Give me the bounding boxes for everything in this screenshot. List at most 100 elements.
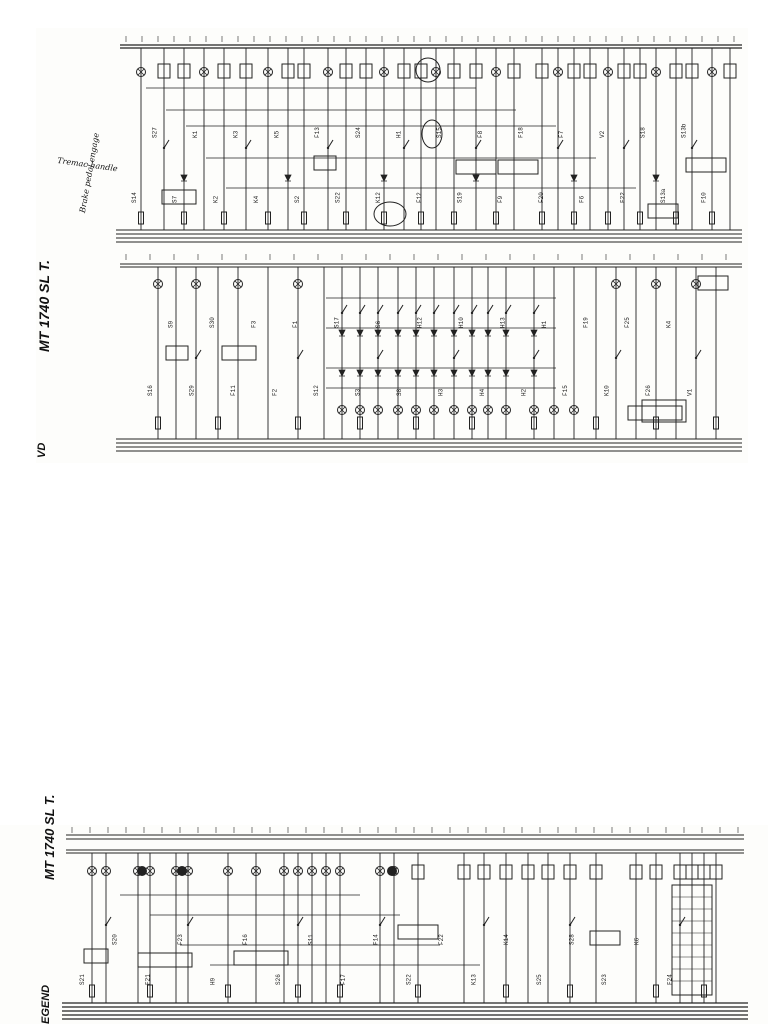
diode-symbol bbox=[484, 369, 492, 377]
relay-box bbox=[563, 864, 577, 880]
fuse-symbol bbox=[701, 984, 707, 998]
lamp-symbol bbox=[293, 866, 303, 876]
component-label: S12 bbox=[313, 385, 320, 396]
circled-relay bbox=[415, 57, 441, 83]
lamp-symbol bbox=[337, 405, 347, 415]
component-label: H2 bbox=[520, 388, 527, 396]
lamp-symbol bbox=[569, 405, 579, 415]
lamp-symbol bbox=[263, 67, 273, 77]
component-label: K4 bbox=[666, 320, 673, 328]
component-label: F15 bbox=[562, 385, 569, 396]
component-label: F26 bbox=[645, 385, 652, 396]
lamp-symbol bbox=[87, 866, 97, 876]
diode-symbol bbox=[570, 174, 578, 182]
edge-label-bottom: EGEND bbox=[40, 984, 52, 1024]
relay-box bbox=[397, 924, 439, 940]
fuse-symbol bbox=[181, 211, 187, 225]
model-label-bottom: MT 1740 SL T. bbox=[42, 794, 57, 881]
lamp-symbol bbox=[467, 405, 477, 415]
lamp-symbol bbox=[429, 405, 439, 415]
lamp-symbol bbox=[293, 279, 303, 289]
diode-symbol bbox=[472, 174, 480, 182]
component-label: F3 bbox=[251, 320, 258, 328]
diode-symbol bbox=[394, 369, 402, 377]
circled-switch bbox=[421, 119, 443, 149]
lamp-symbol bbox=[411, 405, 421, 415]
component-label: H3 bbox=[437, 388, 444, 396]
lamp-symbol bbox=[191, 279, 201, 289]
lamp-symbol bbox=[323, 67, 333, 77]
switch-contact bbox=[614, 356, 618, 360]
switch-contact bbox=[690, 146, 694, 150]
fuse-symbol bbox=[469, 416, 475, 430]
component-label: S11 bbox=[307, 934, 314, 945]
relay-box bbox=[397, 63, 411, 79]
lamp-symbol bbox=[307, 866, 317, 876]
relay-box bbox=[177, 63, 191, 79]
fuse-symbol bbox=[539, 211, 545, 225]
relay-box bbox=[629, 864, 643, 880]
component-label: F18 bbox=[518, 127, 525, 138]
fuse-symbol bbox=[493, 211, 499, 225]
diode-symbol bbox=[380, 174, 388, 182]
relay-box bbox=[617, 63, 631, 79]
relay-box bbox=[507, 63, 521, 79]
component-label: H1 bbox=[395, 130, 402, 138]
lamp-symbol bbox=[355, 405, 365, 415]
relay-box bbox=[297, 63, 311, 79]
lamp-symbol bbox=[651, 67, 661, 77]
lamp-symbol bbox=[136, 67, 146, 77]
fuse-symbol bbox=[147, 984, 153, 998]
component-label: S14 bbox=[131, 192, 138, 203]
component-label: H12 bbox=[417, 317, 424, 328]
component-label: K10 bbox=[603, 385, 610, 396]
switch-contact bbox=[358, 311, 362, 315]
component-label: S15 bbox=[436, 127, 443, 138]
component-label: H4 bbox=[479, 388, 486, 396]
relay-box bbox=[685, 63, 699, 79]
component-label: S13a bbox=[660, 188, 667, 203]
diode-symbol bbox=[530, 329, 538, 337]
component-label: F11 bbox=[230, 385, 237, 396]
switch-contact bbox=[244, 146, 248, 150]
component-label: K3 bbox=[233, 130, 240, 138]
relay-box bbox=[499, 864, 513, 880]
diode-symbol bbox=[394, 329, 402, 337]
diode-symbol bbox=[502, 329, 510, 337]
component-label: F24 bbox=[666, 974, 673, 985]
model-label-top: MT 1740 SL T. bbox=[36, 259, 52, 352]
lamp-symbol bbox=[529, 405, 539, 415]
component-label: F8 bbox=[477, 130, 484, 138]
relay-box bbox=[157, 63, 171, 79]
switch-contact bbox=[296, 356, 300, 360]
lamp-symbol bbox=[335, 866, 345, 876]
edge-label-top: VD bbox=[36, 442, 48, 458]
fuse-symbol bbox=[713, 416, 719, 430]
lamp-symbol bbox=[321, 866, 331, 876]
switch-contact bbox=[678, 923, 682, 927]
diode-symbol bbox=[502, 369, 510, 377]
component-label: F21 bbox=[144, 974, 151, 985]
fuse-symbol bbox=[451, 211, 457, 225]
relay-box bbox=[709, 864, 723, 880]
fuse-symbol bbox=[265, 211, 271, 225]
diode-symbol bbox=[356, 329, 364, 337]
component-label: K14 bbox=[503, 934, 510, 945]
switch-contact bbox=[504, 311, 508, 315]
fuse-symbol bbox=[215, 416, 221, 430]
lamp-symbol bbox=[393, 405, 403, 415]
switch-contact bbox=[482, 923, 486, 927]
fuse-symbol bbox=[709, 211, 715, 225]
diode-symbol bbox=[468, 329, 476, 337]
fuse-symbol bbox=[637, 211, 643, 225]
component-label: S28 bbox=[568, 934, 575, 945]
lamp-symbol bbox=[375, 866, 385, 876]
relay-box bbox=[685, 157, 727, 173]
fuse-symbol bbox=[593, 416, 599, 430]
diode-symbol bbox=[412, 369, 420, 377]
relay-box bbox=[233, 950, 289, 966]
fuse-symbol bbox=[155, 416, 161, 430]
relay-box bbox=[83, 948, 109, 964]
switch-contact bbox=[452, 311, 456, 315]
component-label: K2 bbox=[212, 195, 219, 203]
